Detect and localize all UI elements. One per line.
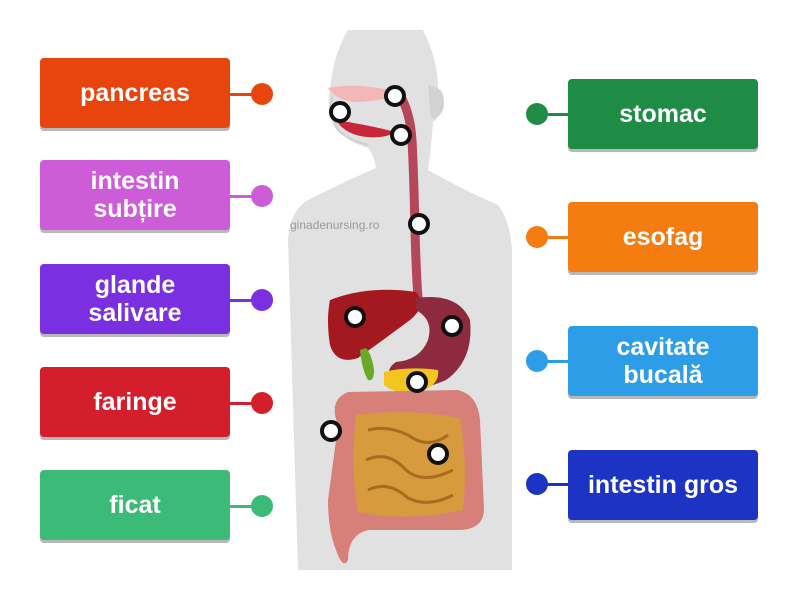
connector-intestin-subtire	[230, 195, 260, 198]
target-large-intestine[interactable]	[320, 420, 342, 442]
connector-esofag	[540, 236, 570, 239]
label-intestin-subtire[interactable]: intestin subțire	[40, 160, 230, 230]
gallbladder-shape	[360, 348, 374, 381]
label-esofag[interactable]: esofag	[568, 202, 758, 272]
small-intestine-loops	[365, 426, 454, 504]
connector-pancreas	[230, 93, 260, 96]
connector-stomac	[540, 113, 570, 116]
handle-cavitate-bucala[interactable]	[526, 350, 548, 372]
connector-ficat	[230, 505, 260, 508]
label-cavitate-bucala[interactable]: cavitate bucală	[568, 326, 758, 396]
target-small-intestine[interactable]	[427, 443, 449, 465]
connector-faringe	[230, 402, 260, 405]
target-stomach[interactable]	[441, 315, 463, 337]
label-pancreas[interactable]: pancreas	[40, 58, 230, 128]
label-faringe[interactable]: faringe	[40, 367, 230, 437]
ear-shape	[428, 85, 444, 119]
handle-intestin-subtire[interactable]	[251, 185, 273, 207]
handle-esofag[interactable]	[526, 226, 548, 248]
handle-stomac[interactable]	[526, 103, 548, 125]
oral-cavity	[336, 120, 396, 138]
connector-intestin-gros	[540, 483, 570, 486]
target-liver[interactable]	[344, 306, 366, 328]
target-pancreas[interactable]	[406, 371, 428, 393]
target-throat[interactable]	[390, 124, 412, 146]
target-esophagus[interactable]	[408, 213, 430, 235]
handle-faringe[interactable]	[251, 392, 273, 414]
label-intestin-gros[interactable]: intestin gros	[568, 450, 758, 520]
digestive-system-illustration	[288, 30, 512, 570]
target-nasal[interactable]	[384, 85, 406, 107]
label-glande-salivare[interactable]: glande salivare	[40, 264, 230, 334]
connector-cavitate-bucala	[540, 360, 570, 363]
connector-glande-salivare	[230, 299, 260, 302]
handle-pancreas[interactable]	[251, 83, 273, 105]
esophagus-tube	[393, 87, 423, 303]
label-stomac[interactable]: stomac	[568, 79, 758, 149]
label-ficat[interactable]: ficat	[40, 470, 230, 540]
target-mouth[interactable]	[329, 101, 351, 123]
handle-glande-salivare[interactable]	[251, 289, 273, 311]
handle-intestin-gros[interactable]	[526, 473, 548, 495]
watermark-text: ginadenursing.ro	[290, 218, 380, 232]
small-intestine-shape	[353, 412, 465, 517]
handle-ficat[interactable]	[251, 495, 273, 517]
nasal-cavity	[328, 85, 398, 102]
